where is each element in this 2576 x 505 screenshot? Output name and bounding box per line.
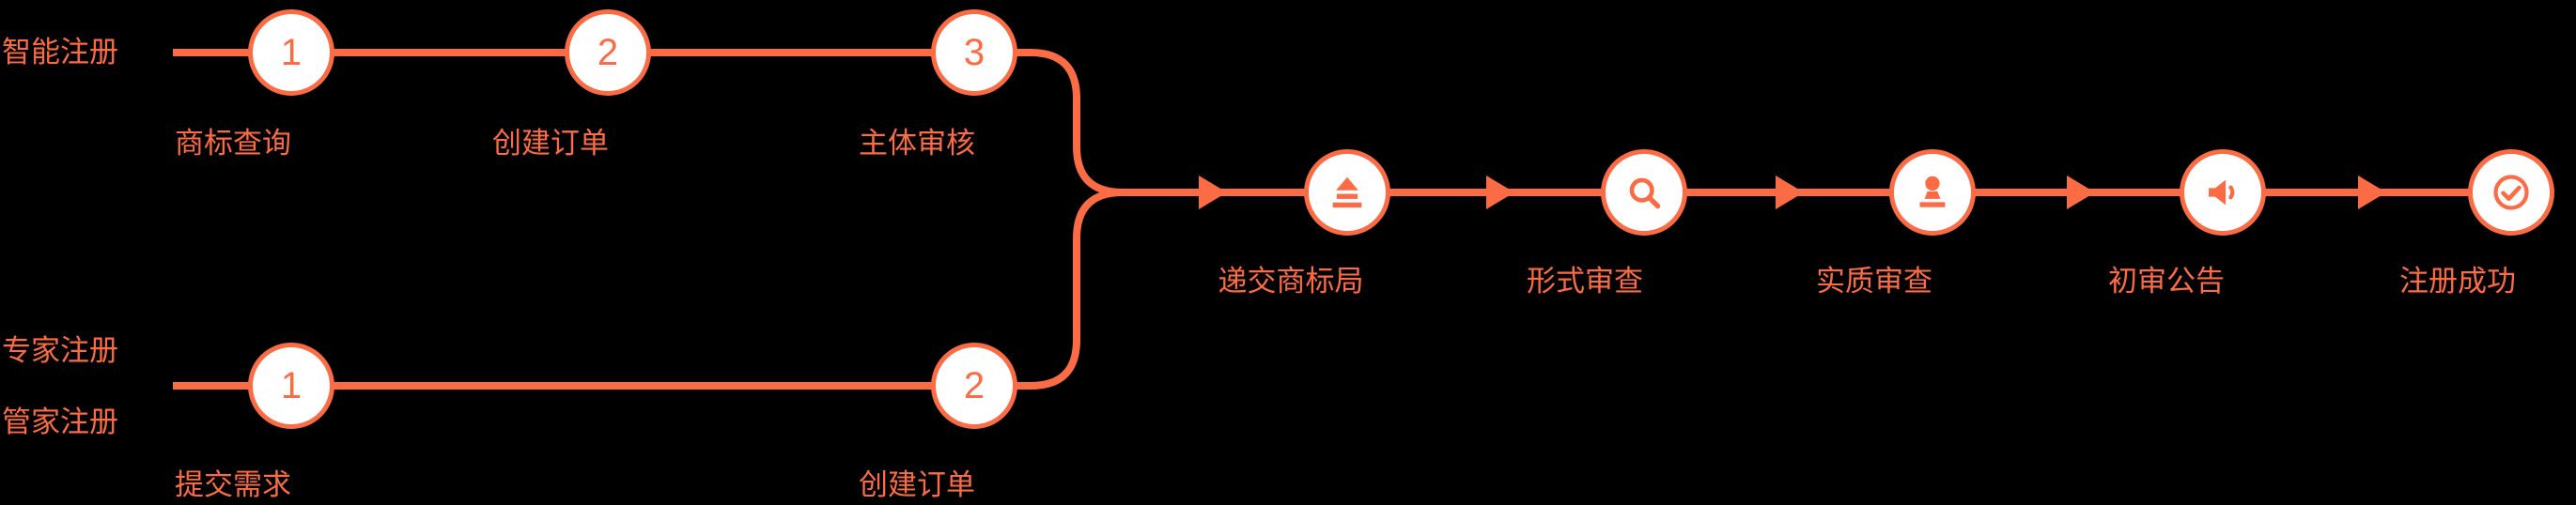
step-label: 注册成功	[2399, 265, 2516, 298]
step-label: 初审公告	[2108, 265, 2225, 298]
step-label: 商标查询	[175, 127, 291, 160]
step-number: 1	[280, 32, 303, 73]
step-node: 1	[248, 343, 334, 429]
milestone-node	[1889, 149, 1976, 236]
stamp-upload-icon	[1326, 171, 1369, 214]
milestone-node	[1601, 149, 1687, 236]
step-label: 形式审查	[1527, 265, 1643, 298]
step-node: 1	[248, 9, 334, 96]
search-icon	[1622, 171, 1666, 214]
step-number: 2	[963, 365, 985, 406]
step-node: 2	[931, 343, 1017, 429]
step-label: 提交需求	[175, 468, 291, 501]
step-node: 3	[931, 9, 1017, 96]
milestone-node	[1304, 149, 1390, 236]
step-label: 创建订单	[492, 127, 609, 160]
milestone-node	[2180, 149, 2266, 236]
milestone-node	[2468, 149, 2554, 236]
smart-track-line	[173, 49, 2511, 196]
arrow-icon	[1486, 176, 1514, 209]
step-label: 实质审查	[1816, 265, 1932, 298]
expert-track-line	[173, 189, 1124, 390]
speaker-icon	[2201, 171, 2244, 214]
check-circle-icon	[2490, 171, 2533, 214]
step-number: 3	[963, 32, 985, 73]
arrow-icon	[2358, 176, 2386, 209]
track-label-butler: 管家注册	[2, 406, 118, 438]
arrow-icon	[1199, 176, 1227, 209]
arrow-icon	[2067, 176, 2095, 209]
seal-icon	[1911, 171, 1954, 214]
track-label-smart: 智能注册	[2, 36, 118, 69]
arrow-icon	[1776, 176, 1804, 209]
step-label: 递交商标局	[1218, 265, 1364, 298]
step-number: 2	[597, 32, 619, 73]
step-node: 2	[565, 9, 651, 96]
step-label: 主体审核	[859, 127, 975, 160]
step-number: 1	[280, 365, 303, 406]
track-label-expert: 专家注册	[2, 334, 118, 367]
step-label: 创建订单	[859, 468, 975, 501]
